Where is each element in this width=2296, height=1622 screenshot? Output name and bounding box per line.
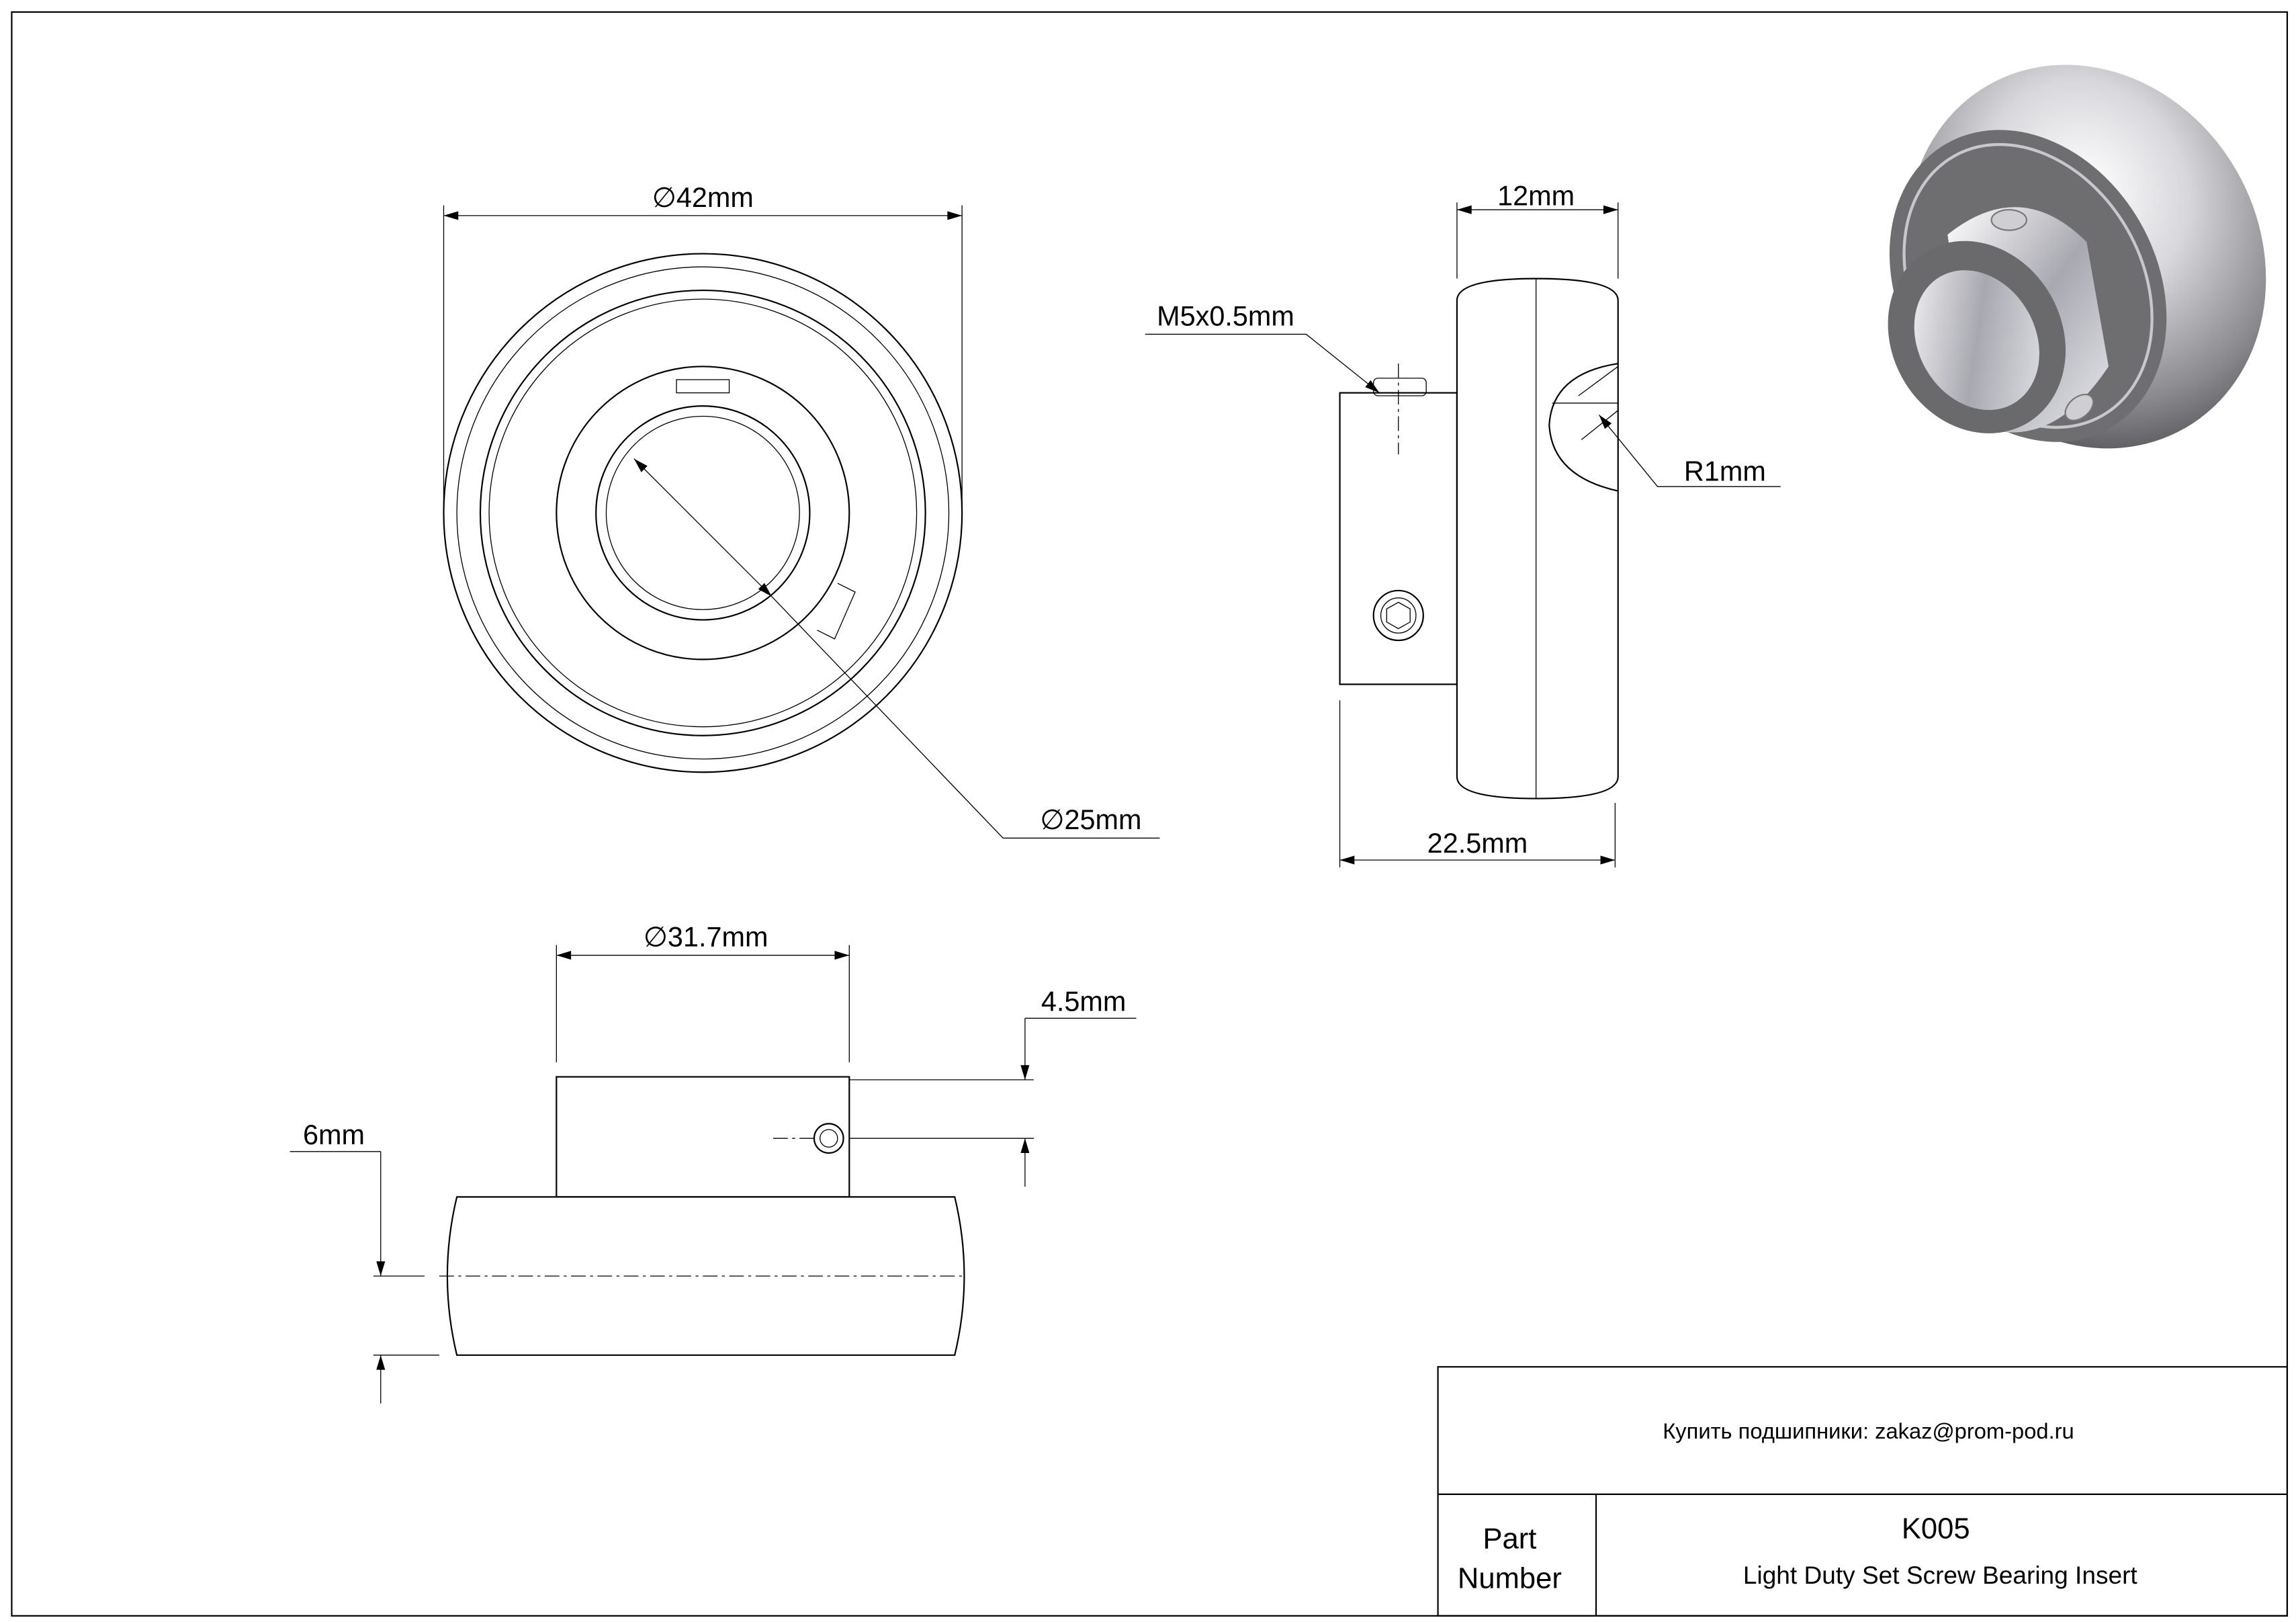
part-label: Part (1483, 1523, 1536, 1555)
sheet-border (11, 11, 2289, 1617)
dim-screw-offset: 4.5mm (1041, 986, 1127, 1017)
dim-overall-width: 22.5mm (1427, 828, 1528, 859)
front-view: ∅42mm ∅25mm (443, 182, 1160, 839)
part-description: Light Duty Set Screw Bearing Insert (1743, 1561, 2138, 1589)
dim-ring-width: 12mm (1497, 181, 1575, 212)
dim-bore-diameter: ∅25mm (1040, 804, 1141, 835)
side-view: 12mm 22.5mm M5x0.5mm R1mm (1145, 181, 1781, 867)
contact-text: Купить подшипники: zakaz@prom-pod.ru (1663, 1418, 2074, 1443)
dim-set-screw: M5x0.5mm (1157, 300, 1294, 331)
number-label: Number (1458, 1562, 1562, 1594)
dim-outer-diameter: ∅42mm (652, 182, 754, 213)
part-number: K005 (1902, 1512, 1970, 1545)
dim-ring-offset: 6mm (303, 1119, 365, 1150)
bottom-view: ∅31.7mm 4.5mm 6mm (290, 922, 1137, 1404)
bearing-3d-render (1888, 65, 2266, 449)
dim-radius: R1mm (1684, 456, 1766, 486)
dim-collar-diameter: ∅31.7mm (644, 922, 768, 953)
title-block: Купить подшипники: zakaz@prom-pod.ru Par… (1437, 1366, 2289, 1617)
